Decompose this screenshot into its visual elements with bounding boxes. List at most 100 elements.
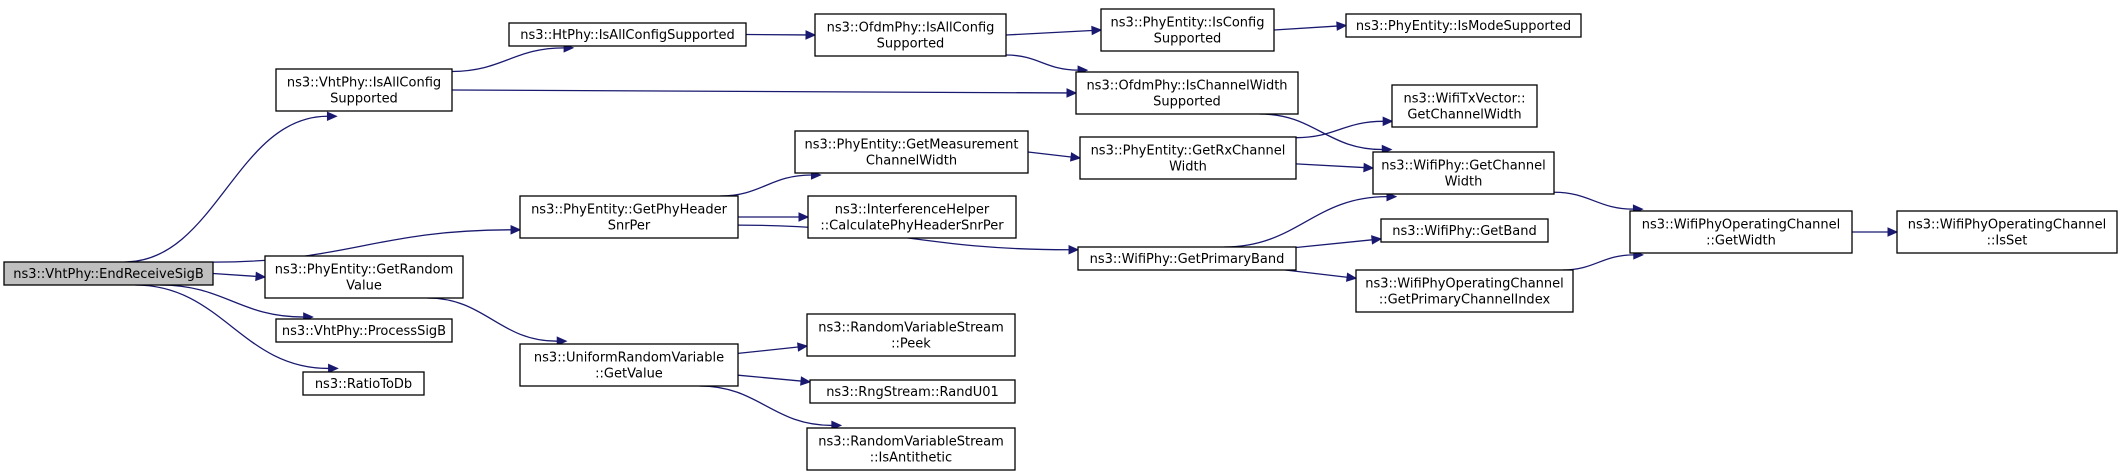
edge-arrowhead [1363,162,1375,173]
edge-line [1295,120,1384,139]
node-label: ::GetPrimaryChannelIndex [1379,293,1551,308]
edge-arrowhead [798,212,810,222]
node-label: ns3::WifiPhyOperatingChannel [1908,218,2107,233]
node-label: ns3::RandomVariableStream [818,321,1004,336]
edge-line [1027,151,1072,158]
node-label: Width [1445,175,1483,190]
node-box [519,343,739,387]
node-interferencehelper-calculatephyheadersnrper[interactable]: ns3::InterferenceHelper::CalculatePhyHea… [807,195,1017,239]
edge-n0-to-n5 [135,284,339,374]
edge-n0-to-n2 [212,225,522,263]
node-label: ns3::RatioToDb [315,377,412,392]
node-wifitxvector-getchannelwidth[interactable]: ns3::WifiTxVector::GetChannelWidth [1391,84,1538,128]
edge-arrowhead [1091,25,1103,36]
edge-line [1273,25,1338,31]
edge-line [124,115,328,263]
node-wifiphy-getband[interactable]: ns3::WifiPhy::GetBand [1380,218,1549,243]
node-box [1372,151,1555,195]
node-box [807,195,1017,239]
node-rngstream-randu01[interactable]: ns3::RngStream::RandU01 [809,379,1016,404]
edge-arrowhead [1371,235,1383,245]
edge-line [737,346,799,355]
node-ofdmphy-isallconfigsupported[interactable]: ns3::OfdmPhy::IsAllConfigSupported [814,13,1007,57]
node-box [806,313,1016,357]
node-wifiphyoperatingchannel-getwidth[interactable]: ns3::WifiPhyOperatingChannel::GetWidth [1629,210,1853,254]
edge-line [427,297,558,342]
edge-line [737,374,802,382]
edge-line [1224,196,1387,248]
edge-n18-to-n19 [1295,235,1383,249]
node-wifiphyoperatingchannel-isset[interactable]: ns3::WifiPhyOperatingChannel::IsSet [1896,210,2118,254]
node-randomvariablestream-peek[interactable]: ns3::RandomVariableStream::Peek [806,313,1016,357]
edge-line [1295,239,1373,249]
node-label: ns3::RngStream::RandU01 [826,385,999,400]
node-label: ns3::OfdmPhy::IsAllConfig [827,21,995,36]
edge-n18-to-n11 [1224,191,1398,248]
node-label: ::GetValue [595,367,663,382]
node-label: Width [1169,160,1207,175]
node-box [806,427,1016,471]
node-wifiphyoperatingchannel-getprimarychannelindex[interactable]: ns3::WifiPhyOperatingChannel::GetPrimary… [1355,269,1574,313]
edge-n2-to-n17 [738,212,810,222]
edge-arrowhead [556,336,568,346]
edge-n12-to-n13 [1852,227,1899,237]
edge-n14-to-n15 [1027,151,1082,162]
edge-line [451,47,565,73]
node-wifiphy-getprimaryband[interactable]: ns3::WifiPhy::GetPrimaryBand [1077,246,1297,271]
node-box [508,22,747,47]
edge-arrowhead [1066,88,1078,98]
edge-arrowhead [255,271,267,282]
node-label: ::Peek [891,337,931,352]
edge-n0-to-n3 [212,271,267,282]
node-wifiphy-getchannelwidth[interactable]: ns3::WifiPhy::GetChannelWidth [1372,151,1555,195]
node-box [1380,218,1549,243]
node-label: ns3::PhyEntity::GetPhyHeader [531,203,728,218]
node-label: ns3::UniformRandomVariable [534,351,724,366]
node-ratiotodb[interactable]: ns3::RatioToDb [302,371,425,396]
node-vhtphy-processsigb[interactable]: ns3::VhtPhy::ProcessSigB [275,318,453,343]
edge-n6-to-n8 [745,30,817,40]
edge-arrowhead [510,225,522,235]
edge-line [1285,269,1348,278]
node-box [264,255,464,299]
edge-line [1553,191,1634,210]
edge-arrowhead [800,376,812,386]
edge-line [699,385,832,427]
edge-n0-to-n1 [124,111,338,263]
edge-line [160,284,304,318]
node-phyentity-ismodesupported[interactable]: ns3::PhyEntity::IsModeSupported [1345,13,1582,38]
edge-n11-to-n12 [1553,191,1644,214]
node-htphy-isallconfigsupported[interactable]: ns3::HtPhy::IsAllConfigSupported [508,22,747,47]
node-uniformrandomvariable-getvalue[interactable]: ns3::UniformRandomVariable::GetValue [519,343,739,387]
node-box [1391,84,1538,128]
node-label: ns3::WifiPhy::GetChannel [1381,159,1546,174]
edge-arrowhead [1068,244,1080,255]
node-randomvariablestream-isantithetic[interactable]: ns3::RandomVariableStream::IsAntithetic [806,427,1016,471]
edge-n21-to-n22 [737,342,809,355]
node-vhtphy-endreceivesigb[interactable]: ns3::VhtPhy::EndReceiveSigB [3,261,214,286]
node-label: ns3::WifiPhy::GetPrimaryBand [1090,252,1285,267]
edge-arrowhead [1386,191,1398,202]
edge-arrowhead [1070,152,1082,162]
edge-line [720,174,812,197]
node-label: ns3::VhtPhy::EndReceiveSigB [13,267,204,282]
edge-n8-to-n9 [1005,25,1103,36]
node-box [1345,13,1582,38]
node-vhtphy-isallconfigsupported[interactable]: ns3::VhtPhy::IsAllConfigSupported [275,68,453,112]
node-label: ns3::PhyEntity::IsModeSupported [1356,19,1571,34]
node-label: ns3::PhyEntity::GetMeasurement [805,138,1019,153]
node-label: ::IsSet [1987,234,2028,249]
node-phyentity-getmeasurementchannelwidth[interactable]: ns3::PhyEntity::GetMeasurementChannelWid… [794,130,1029,174]
edge-line [1259,113,1383,151]
node-label: ns3::PhyEntity::GetRxChannel [1091,144,1286,159]
edge-line [451,89,1068,94]
node-label: Supported [1154,32,1222,47]
edge-n3-to-n21 [427,297,568,346]
node-box [809,379,1016,404]
node-label: GetChannelWidth [1407,108,1521,123]
